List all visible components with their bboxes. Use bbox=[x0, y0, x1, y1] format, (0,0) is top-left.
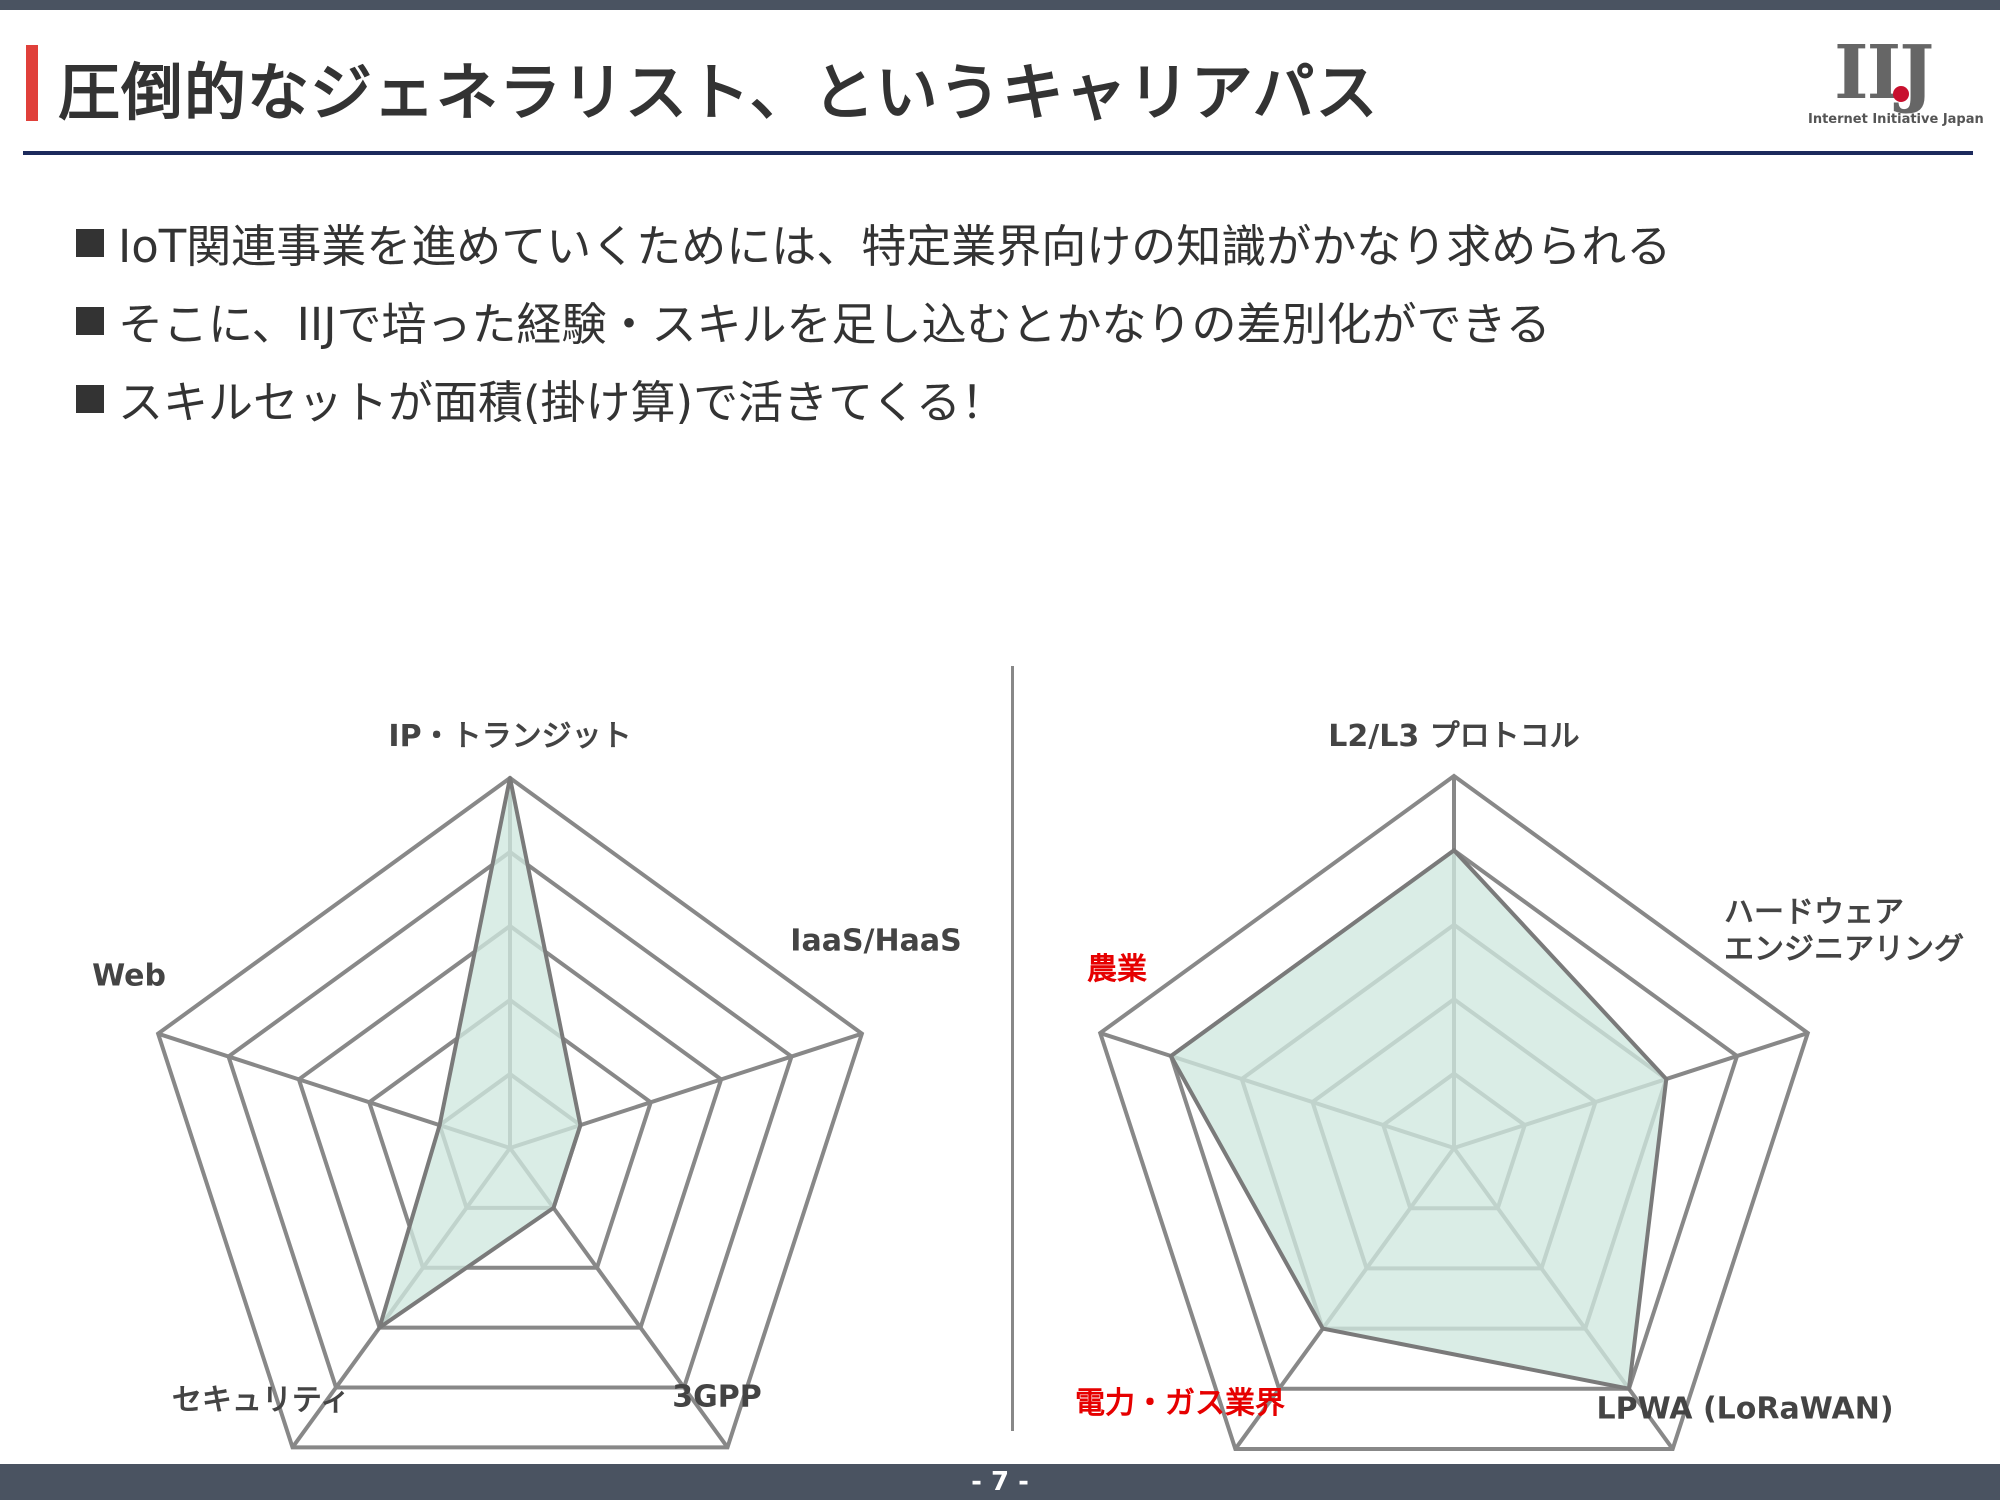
logo-red-dot bbox=[1893, 86, 1909, 102]
radar-data-point bbox=[1664, 1077, 1669, 1082]
radar-series-area bbox=[379, 778, 581, 1328]
chart-divider bbox=[1011, 666, 1014, 1431]
top-band bbox=[0, 0, 2000, 10]
radar-data-point bbox=[551, 1205, 556, 1210]
axis-label-power-gas: 電力・ガス業界 bbox=[1075, 1386, 1285, 1421]
radar-data-point bbox=[1452, 848, 1456, 853]
radar-data-point bbox=[578, 1123, 583, 1128]
radar-series-outline bbox=[375, 777, 583, 1333]
radar-grid-ring bbox=[1097, 773, 1811, 1451]
bullet-item: そこに、IIJで培った経験・スキルを足し込むとかなりの差別化ができる bbox=[76, 288, 1551, 353]
axis-label-lpwa: LPWA (LoRaWAN) bbox=[1596, 1391, 1894, 1427]
radar-data-point bbox=[508, 776, 512, 780]
logo-mark: IIJ bbox=[1834, 30, 1934, 116]
axis-label-iaas-haas: IaaS/HaaS bbox=[790, 923, 962, 959]
radar-data-point bbox=[1320, 1326, 1325, 1331]
page-number: - 7 - bbox=[971, 1467, 1029, 1497]
radar-data-point bbox=[1168, 1054, 1173, 1059]
radar-grid-ring bbox=[155, 775, 865, 1450]
radar-grid-ring bbox=[366, 997, 654, 1270]
title-accent-bar bbox=[26, 45, 38, 121]
bullet-text: IoT関連事業を進めていくためには、特定業界向けの知識がかなり求められる bbox=[118, 220, 1672, 273]
radar-series-area bbox=[1170, 850, 1667, 1389]
radar-data-point bbox=[437, 1123, 442, 1128]
radar-series-outline bbox=[1168, 847, 1669, 1392]
square-bullet-icon bbox=[76, 306, 104, 335]
radar-data-point bbox=[1626, 1386, 1631, 1391]
axis-label-security: セキュリティ bbox=[171, 1383, 351, 1418]
radar-grid-ring bbox=[296, 923, 724, 1330]
square-bullet-icon bbox=[76, 228, 104, 257]
axis-label-hardware-line2: エンジニアリング bbox=[1724, 932, 1964, 967]
footer-band: - 7 - bbox=[0, 1464, 2000, 1500]
axis-label-ip-transit: IP・トランジット bbox=[388, 719, 632, 754]
radar-grid-ring bbox=[226, 849, 794, 1390]
axis-label-web: Web bbox=[92, 958, 166, 994]
bullet-text: そこに、IIJで培った経験・スキルを足し込むとかなりの差別化ができる bbox=[118, 298, 1551, 351]
square-bullet-icon bbox=[76, 384, 104, 413]
header-rule bbox=[23, 151, 1973, 155]
page-title: 圧倒的なジェネラリスト、というキャリアパス bbox=[58, 56, 1379, 129]
axis-label-3gpp: 3GPP bbox=[672, 1379, 762, 1415]
iij-logo: IIJ Internet Initiative Japan bbox=[1800, 30, 1984, 135]
radar-data-point bbox=[377, 1325, 382, 1330]
axis-label-hardware-line1: ハードウェア bbox=[1724, 895, 1904, 930]
bullet-item: IoT関連事業を進めていくためには、特定業界向けの知識がかなり求められる bbox=[76, 210, 1671, 275]
axis-label-agriculture: 農業 bbox=[1087, 952, 1147, 987]
bullet-item: スキルセットが面積(掛け算)で活きてくる！ bbox=[76, 366, 1006, 431]
axis-label-l2l3-protocol: L2/L3 プロトコル bbox=[1328, 719, 1580, 754]
bullet-text: スキルセットが面積(掛け算)で活きてくる！ bbox=[118, 376, 1006, 429]
logo-text: Internet Initiative Japan bbox=[1808, 112, 1984, 127]
